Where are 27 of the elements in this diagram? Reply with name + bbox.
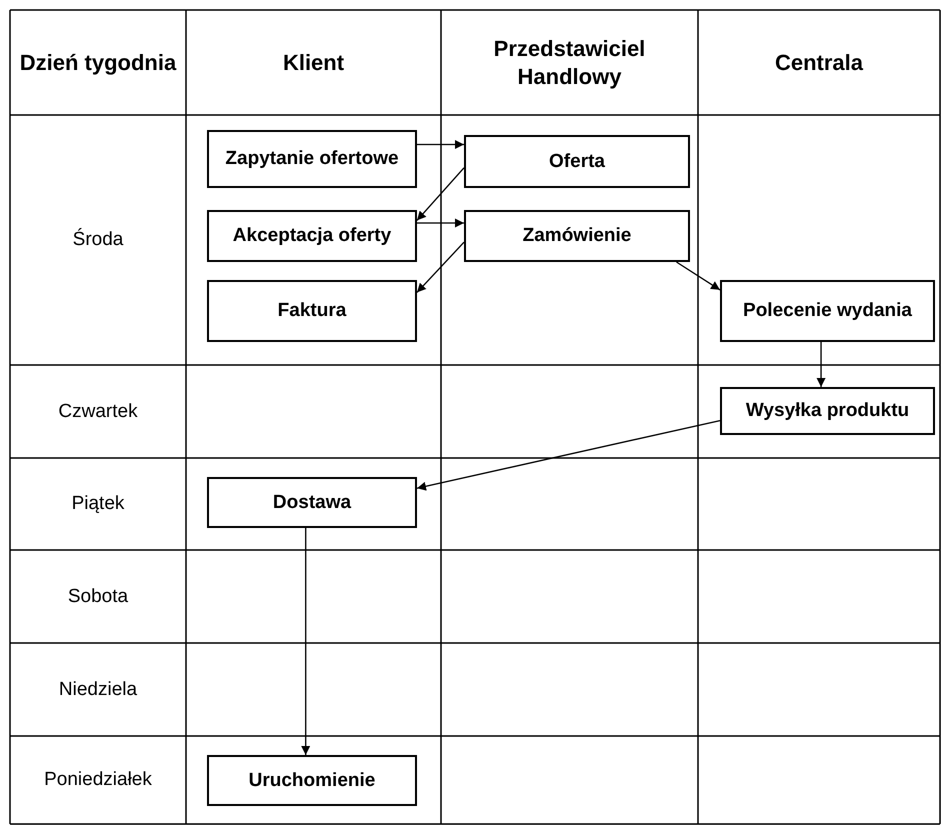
process-box: Polecenie wydania (720, 280, 935, 342)
process-box: Uruchomienie (207, 755, 417, 806)
arrow (416, 167, 464, 221)
column-header: Klient (282, 48, 344, 76)
arrow (816, 342, 826, 387)
row-header: Piątek (72, 493, 124, 515)
column-header: Przedstawiciel Handlowy (492, 34, 646, 90)
row-header: Poniedziałek (44, 769, 152, 791)
row-header: Sobota (68, 586, 128, 608)
row-header: Niedziela (58, 678, 138, 700)
arrow (416, 420, 720, 491)
process-box: Zapytanie ofertowe (207, 130, 417, 188)
arrow (417, 218, 464, 228)
row-header: Czwartek (58, 400, 138, 422)
process-box: Akceptacja oferty (207, 210, 417, 262)
arrow (416, 242, 464, 293)
process-box: Dostawa (207, 477, 417, 528)
process-box: Wysyłka produktu (720, 387, 935, 435)
arrow (417, 140, 464, 149)
process-box: Oferta (464, 135, 690, 188)
process-box: Faktura (207, 280, 417, 342)
arrow (676, 261, 720, 290)
process-box: Zamówienie (464, 210, 690, 262)
row-header: Środa (72, 229, 124, 251)
column-header: Dzień tygodnia (20, 48, 176, 76)
column-header: Centrala (774, 48, 864, 76)
arrow (301, 528, 310, 755)
